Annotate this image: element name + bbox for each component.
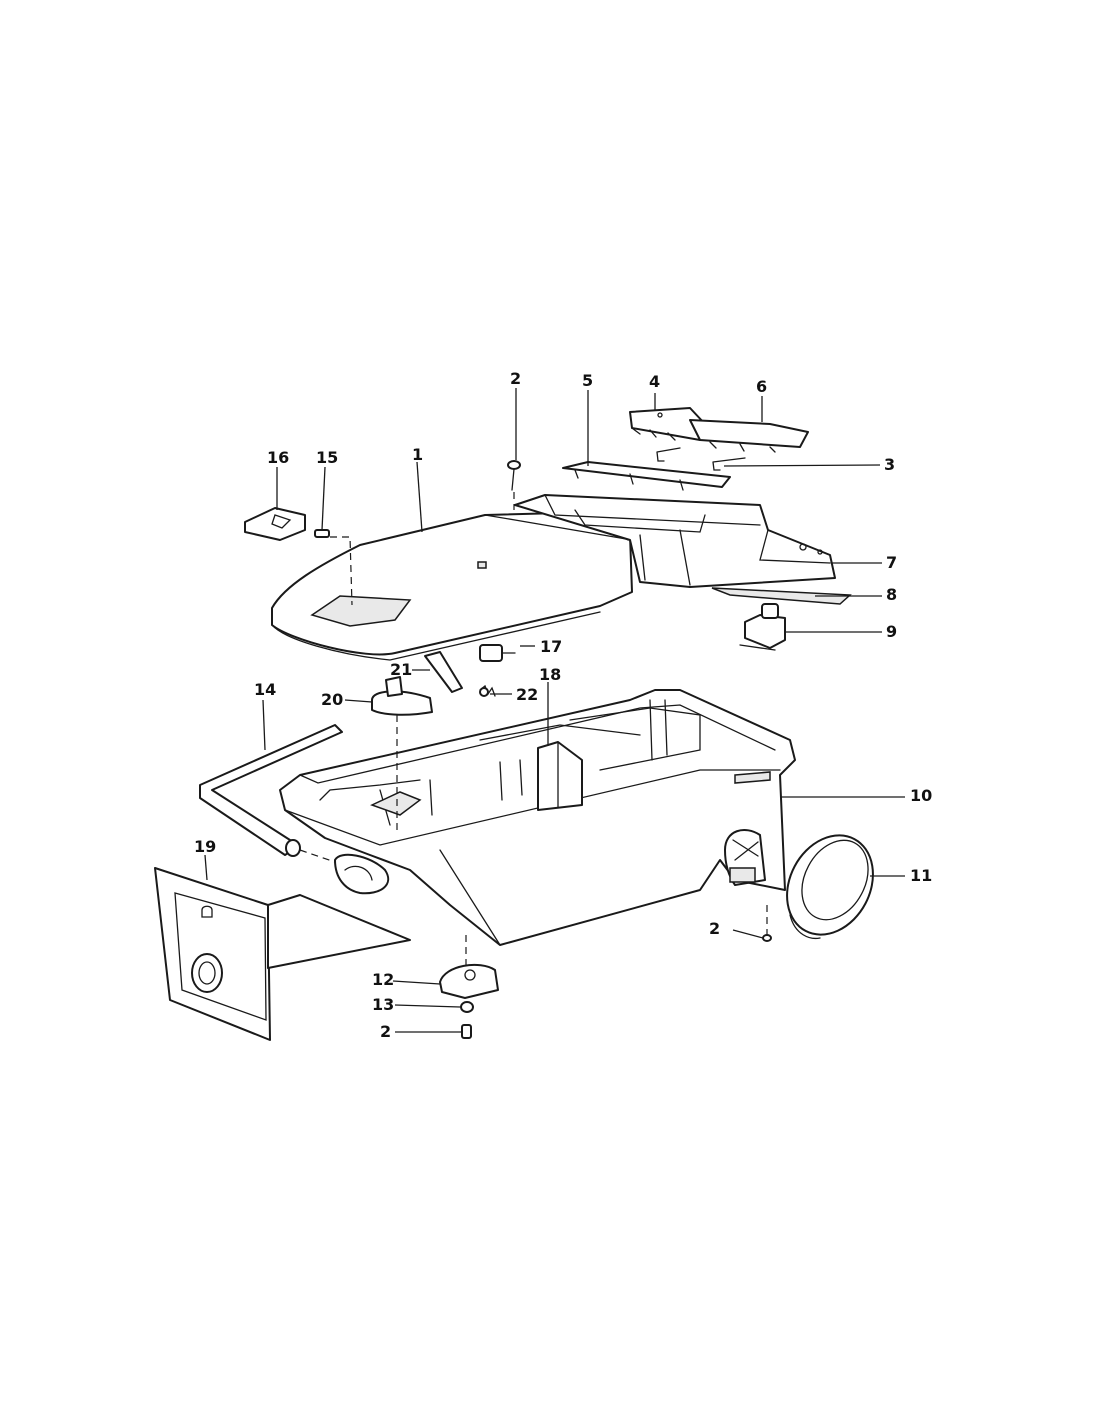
- part-filter-strip: [711, 587, 852, 605]
- part-clips: [656, 447, 746, 471]
- callout-4: 4: [649, 372, 660, 391]
- part-lever: [424, 651, 463, 693]
- part-lock-housing: [371, 676, 433, 716]
- callout-3: 3: [884, 455, 895, 474]
- callout-9: 9: [886, 622, 897, 641]
- callout-22: 22: [516, 685, 538, 704]
- callout-17: 17: [540, 637, 562, 656]
- part-wheel: [786, 834, 874, 940]
- part-screw-bottom: [461, 1024, 472, 1039]
- callout-21: 21: [390, 660, 412, 679]
- part-small-screw: [314, 529, 330, 538]
- callout-11: 11: [910, 866, 932, 885]
- part-rear-housing: [514, 494, 836, 588]
- callout-6: 6: [756, 377, 767, 396]
- part-screw-wheel: [762, 934, 772, 942]
- part-cover-plate: [562, 461, 731, 491]
- part-divider: [537, 741, 583, 811]
- callout-20: 20: [321, 690, 343, 709]
- callout-18: 18: [539, 665, 561, 684]
- part-castor: [439, 963, 499, 999]
- callout-2-bottom: 2: [380, 1022, 391, 1041]
- callout-1: 1: [412, 445, 423, 464]
- part-gasket-seal: [199, 724, 343, 857]
- part-switch-cap-6: [689, 419, 809, 453]
- part-spring: [479, 684, 496, 697]
- part-screw-top: [507, 460, 521, 491]
- leader-lines: [204, 388, 905, 1033]
- callout-16: 16: [267, 448, 289, 467]
- assembly-guides: [299, 492, 768, 965]
- callout-2-top: 2: [510, 369, 521, 388]
- part-dust-bag: [154, 867, 411, 1041]
- callout-15: 15: [316, 448, 338, 467]
- part-washer: [460, 1001, 474, 1013]
- part-button: [244, 507, 306, 541]
- callout-5: 5: [582, 371, 593, 390]
- callout-labels: 1 2 2 2 3 4 5 6 7 8 9 10 11 12 13 14 15 …: [194, 369, 932, 1041]
- callout-8: 8: [886, 585, 897, 604]
- part-holder: [739, 603, 786, 651]
- callout-13: 13: [372, 995, 394, 1014]
- part-lid-cover: [271, 511, 633, 661]
- callout-7: 7: [886, 553, 897, 572]
- callout-10: 10: [910, 786, 932, 805]
- callout-2-wheel: 2: [709, 919, 720, 938]
- callout-19: 19: [194, 837, 216, 856]
- part-main-body: [279, 689, 796, 946]
- part-catch: [479, 644, 516, 662]
- rear-wheel-hub: [724, 829, 766, 886]
- callout-12: 12: [372, 970, 394, 989]
- callout-14: 14: [254, 680, 276, 699]
